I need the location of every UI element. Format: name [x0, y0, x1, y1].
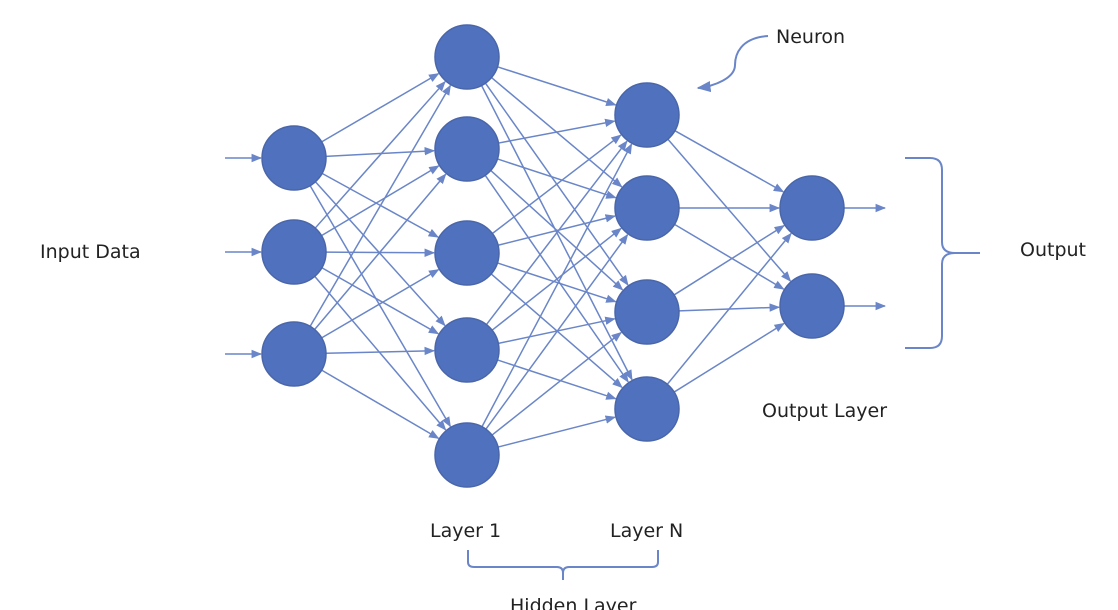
connection-hidden1-3-to-hiddenN-0 [485, 140, 628, 326]
connection-hidden1-4-to-hiddenN-1 [485, 233, 629, 430]
connection-hidden1-1-to-hiddenN-1 [497, 158, 617, 199]
output-label: Output [1020, 239, 1086, 261]
neuron-hiddenN-1 [614, 175, 680, 241]
layer-n-label: Layer N [610, 520, 683, 542]
connection-hidden1-4-to-hiddenN-2 [491, 331, 622, 436]
neuron-hiddenN-2 [614, 279, 680, 345]
connection-hiddenN-3-to-output-0 [666, 232, 792, 385]
output-brace [905, 157, 980, 349]
neuron-hidden1-3 [434, 317, 500, 383]
connection-input-0-to-hidden1-4 [309, 185, 452, 428]
neuron-hidden1-2 [434, 220, 500, 286]
connection-input-2-to-hidden1-2 [321, 268, 440, 339]
neuron-hidden1-1 [434, 116, 500, 182]
connection-input-1-to-hidden1-1 [321, 165, 440, 237]
connection-hidden1-2-to-hiddenN-0 [491, 134, 622, 235]
connection-hiddenN-3-to-output-1 [673, 322, 785, 393]
connection-hidden1-1-to-hiddenN-0 [498, 118, 616, 144]
layer-1-label: Layer 1 [430, 520, 501, 542]
connection-hidden1-2-to-hiddenN-2 [497, 262, 617, 303]
connection-input-0-to-hidden1-1 [325, 147, 436, 158]
connection-hiddenN-2-to-output-0 [673, 224, 785, 296]
connection-input-2-to-hidden1-4 [321, 369, 440, 440]
neuron-hidden1-0 [434, 24, 500, 90]
connection-input-2-to-hidden1-3 [325, 346, 436, 356]
neuron-input-1 [261, 219, 327, 285]
neuron-hiddenN-0 [614, 82, 680, 148]
neuron-output-0 [779, 175, 845, 241]
connection-hiddenN-0-to-output-0 [674, 130, 785, 193]
connection-input-1-to-hidden1-4 [314, 275, 447, 431]
neurons [261, 24, 845, 488]
connection-input-0-to-hidden1-3 [314, 181, 446, 327]
neuron-output-1 [779, 273, 845, 339]
connection-input-2-to-hidden1-0 [309, 84, 452, 327]
hidden-layer-brace [467, 550, 659, 580]
neuron-label: Neuron [776, 26, 845, 48]
neuron-hiddenN-3 [614, 376, 680, 442]
connection-hiddenN-0-to-output-1 [667, 138, 792, 282]
neuron-hidden1-4 [434, 422, 500, 488]
connection-hiddenN-1-to-output-1 [674, 223, 785, 290]
connection-hidden1-3-to-hiddenN-3 [497, 359, 617, 400]
connection-hidden1-3-to-hiddenN-1 [491, 227, 622, 331]
connection-input-1-to-hidden1-3 [321, 267, 440, 335]
connection-hidden1-0-to-hiddenN-0 [497, 66, 617, 106]
io-arrows [225, 153, 887, 359]
connection-hidden1-4-to-hiddenN-0 [481, 143, 633, 428]
connection-input-1-to-hidden1-0 [314, 80, 446, 229]
neuron-input-2 [261, 321, 327, 387]
connections [309, 66, 792, 448]
connection-hidden1-4-to-hiddenN-3 [497, 415, 617, 448]
connection-hidden1-2-to-hiddenN-1 [497, 214, 617, 246]
output-layer-label: Output Layer [762, 400, 887, 422]
connection-input-0-to-hidden1-0 [321, 72, 440, 143]
connection-input-2-to-hidden1-1 [314, 173, 447, 331]
neuron-input-0 [261, 125, 327, 191]
input-data-label: Input Data [40, 241, 141, 263]
hidden-layer-label: Hidden Layer [510, 595, 637, 610]
neuron-pointer-arrow [696, 35, 769, 93]
